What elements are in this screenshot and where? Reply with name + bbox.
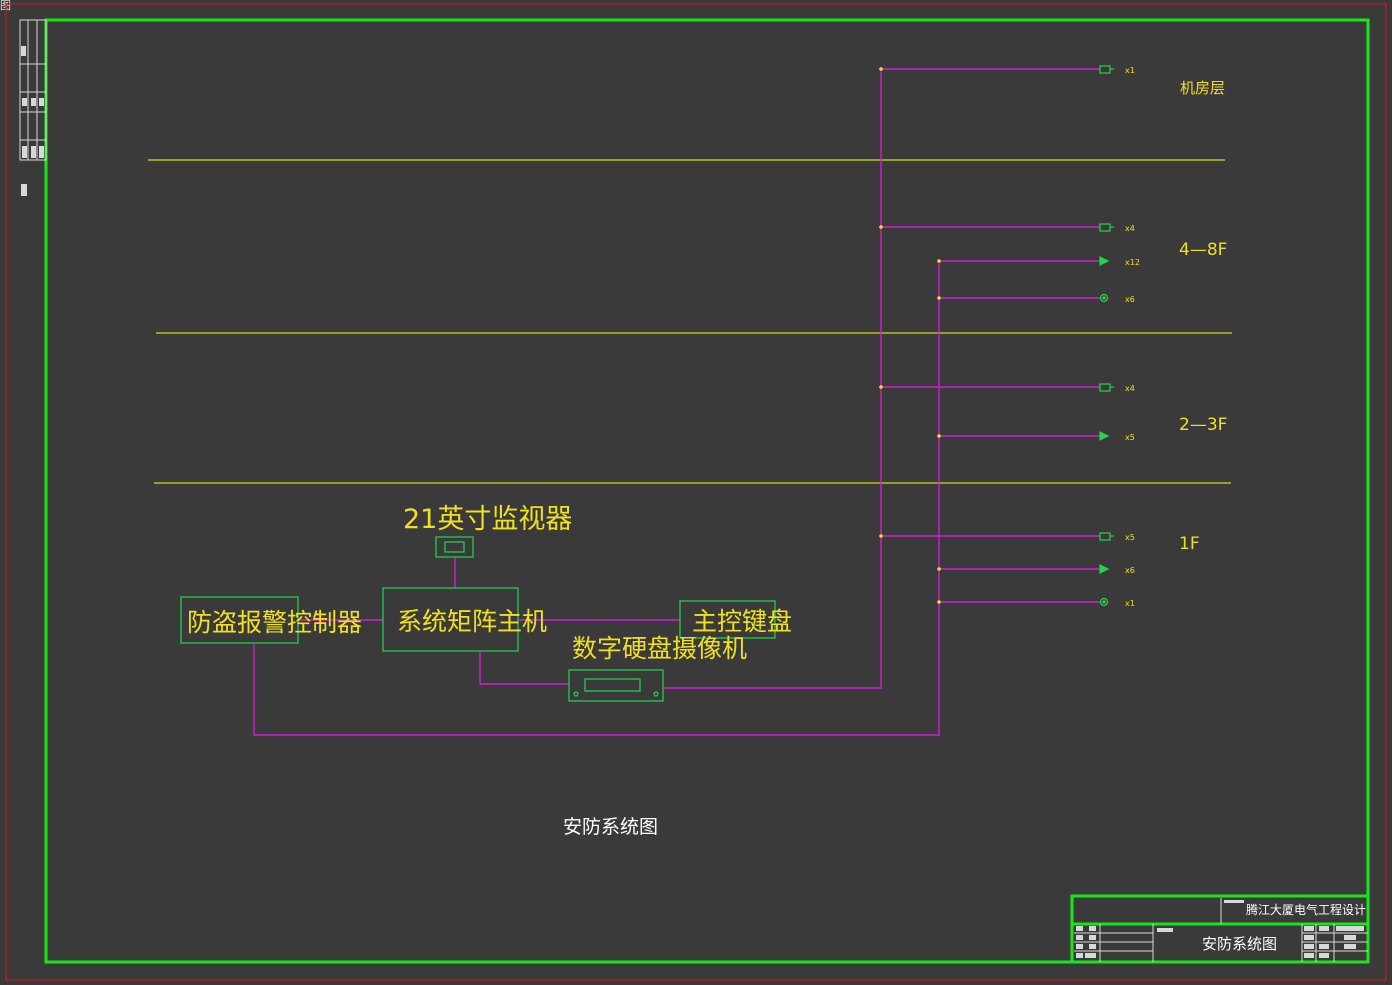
count-label: x4 <box>1125 224 1135 233</box>
count-label: x6 <box>1125 295 1135 304</box>
title-block <box>1070 894 1370 964</box>
alarm-controller-box <box>180 596 299 644</box>
camera-icon <box>1099 383 1114 392</box>
alarm-button-icon <box>1099 293 1109 303</box>
keyboard-label: 主控键盘 <box>692 607 792 636</box>
detector-icon <box>1099 564 1110 574</box>
count-label: x12 <box>1125 258 1140 267</box>
equipment <box>180 536 776 702</box>
count-label: x1 <box>1125 599 1135 608</box>
detector-icon <box>1099 256 1110 266</box>
floor-label-roof: 机房层 <box>1180 79 1225 97</box>
dvr-icon <box>568 669 664 702</box>
alarm-riser <box>253 261 940 736</box>
drawing-title: 安防系统图 <box>563 816 658 838</box>
title-block-grid <box>1074 898 1368 962</box>
camera-riser <box>664 69 882 689</box>
title-block-marks <box>1076 900 1364 958</box>
dvr-label: 数字硬盘摄像机 <box>572 634 747 663</box>
matrix-host-label: 系统矩阵主机 <box>397 607 547 636</box>
title-block-drawing-name: 安防系统图 <box>1202 935 1277 953</box>
alarm-controller-label: 防盗报警控制器 <box>187 608 362 637</box>
wiring <box>253 68 1100 736</box>
floor-labels: 机房层 4—8F 2—3F 1F <box>1179 79 1227 554</box>
floor-lines <box>148 159 1232 484</box>
sheet-border <box>5 3 1387 981</box>
monitor-icon <box>435 536 474 558</box>
count-label: x5 <box>1125 433 1135 442</box>
floor-label-1f: 1F <box>1179 534 1200 554</box>
keyboard-box <box>679 600 776 639</box>
floor-label-4-8f: 4—8F <box>1179 240 1227 260</box>
count-label: x1 <box>1125 66 1135 75</box>
camera-icon <box>1099 223 1114 232</box>
count-label: x4 <box>1125 384 1135 393</box>
camera-icon <box>1099 532 1114 541</box>
alarm-button-icon <box>1099 597 1109 607</box>
monitor-label: 21英寸监视器 <box>403 504 572 535</box>
detector-icon <box>1099 431 1110 441</box>
device-counts: x1 x4 x12 x6 x4 x5 x5 x6 x1 <box>1125 66 1140 608</box>
title-block-project: 腾江大厦电气工程设计 <box>1246 902 1366 917</box>
drawing-frame <box>44 18 1370 964</box>
wire-matrix-to-dvr <box>479 651 569 685</box>
matrix-host-box <box>382 587 519 652</box>
floor-label-2-3f: 2—3F <box>1179 415 1227 435</box>
field-devices <box>1099 65 1114 607</box>
equipment-labels: 21英寸监视器 防盗报警控制器 系统矩阵主机 主控键盘 数字硬盘摄像机 <box>187 504 792 663</box>
count-label: x6 <box>1125 566 1135 575</box>
camera-icon <box>1099 65 1114 74</box>
count-label: x5 <box>1125 533 1135 542</box>
binding-strip <box>19 19 47 196</box>
junction-dots <box>879 67 941 604</box>
